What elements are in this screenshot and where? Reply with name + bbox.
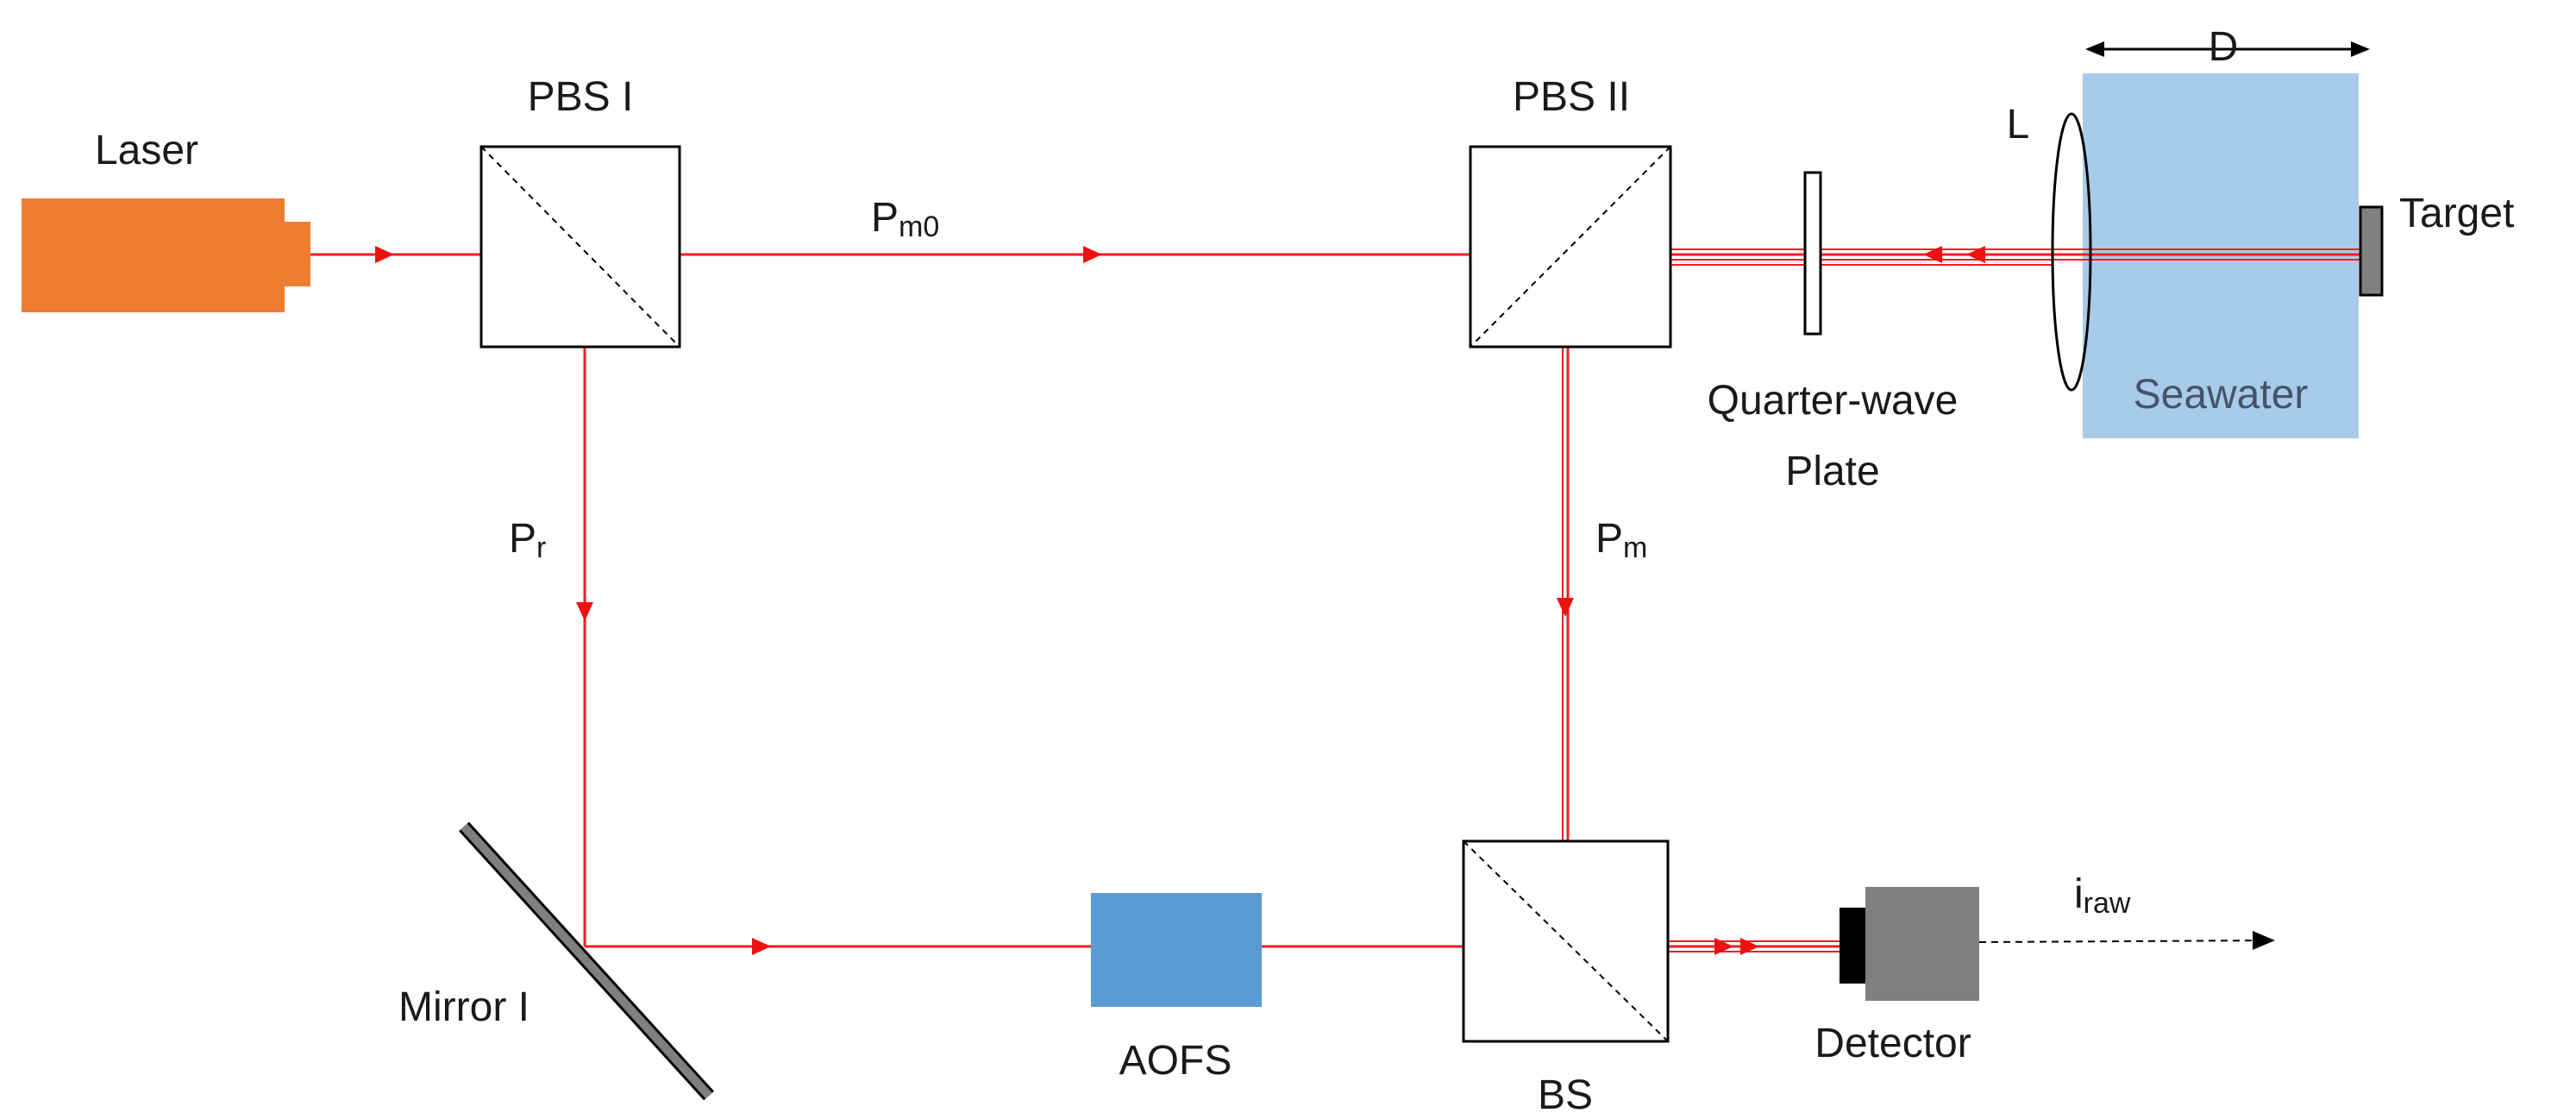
laser-label: Laser [95, 128, 198, 173]
beam-arrow-return-2 [1966, 246, 1985, 263]
lens [2051, 112, 2092, 392]
aofs-label: AOFS [1119, 1038, 1232, 1084]
beam-arrow-detector-2 [1740, 938, 1759, 955]
mirror-label: Mirror I [398, 984, 530, 1030]
pbs1-label: PBS I [528, 74, 634, 120]
laser-body [22, 198, 285, 312]
target-label: Target [2399, 191, 2514, 236]
lens-label: L [2007, 102, 2030, 148]
pm0-label: Pm0 [871, 195, 939, 243]
beam-arrow-detector-1 [1714, 938, 1733, 955]
quarter-wave-label-line1: Quarter-wave [1708, 378, 1959, 424]
beam-arrow-return-1 [1923, 246, 1942, 263]
distance-label: D [2209, 24, 2239, 70]
beam-arrow-pm [1557, 598, 1574, 617]
bs-splitter [1463, 840, 1669, 1042]
pr-label: Pr [509, 516, 546, 564]
target [2359, 205, 2384, 297]
distance-arrow-right-head [2351, 41, 2370, 57]
bs-cube [1462, 839, 1670, 1043]
pbs2-splitter [1470, 146, 1671, 348]
output-signal-line [1978, 940, 2269, 943]
quarter-wave-plate [1803, 171, 1822, 336]
detector-label: Detector [1814, 1021, 1971, 1066]
aofs-block [1091, 893, 1262, 1007]
iraw-label: iraw [2074, 871, 2131, 920]
seawater-label: Seawater [2134, 372, 2309, 418]
quarter-wave-label-line2: Plate [1785, 449, 1879, 494]
distance-arrow-left-head [2085, 41, 2104, 57]
pm-label: Pm [1595, 516, 1647, 564]
pbs1-cube [479, 145, 681, 349]
pbs2-label: PBS II [1513, 74, 1630, 120]
laser-aperture [285, 222, 310, 286]
beam-arrow-laser [375, 246, 394, 263]
beam-arrow-pm0 [1083, 246, 1102, 263]
output-signal-arrow [2253, 931, 2275, 950]
beam-arrow-pr [576, 602, 593, 621]
mirror-surface [461, 823, 712, 1099]
beam-arrow-bottom [752, 938, 771, 955]
detector-face [1840, 908, 1865, 984]
pbs1-splitter [480, 146, 680, 348]
detector-body [1865, 887, 1979, 1001]
bs-label: BS [1538, 1072, 1593, 1118]
